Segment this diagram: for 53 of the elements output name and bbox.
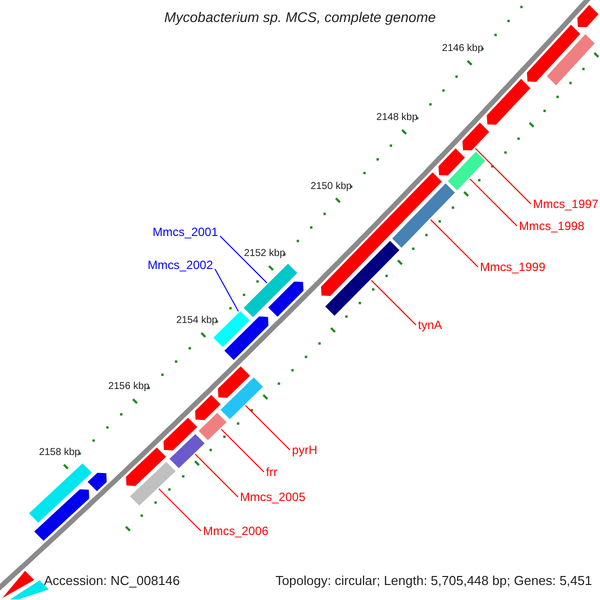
gene-block: [0, 569, 36, 600]
gene-block: [128, 460, 178, 507]
leader-line: [469, 178, 518, 226]
leader-line: [370, 280, 416, 326]
gene-label: Mmcs_2002: [148, 258, 213, 272]
gene-block: [197, 412, 228, 442]
leader-line: [474, 148, 532, 204]
gene-block: [486, 77, 532, 126]
gene-label: Mmcs_1999: [480, 260, 546, 274]
gene-block: [461, 121, 491, 152]
gene-block: [194, 394, 222, 422]
gene-block: [390, 182, 456, 250]
gene-block: [223, 315, 270, 362]
gene-block: [324, 239, 401, 318]
leader-line: [194, 454, 238, 498]
gene-block: [168, 432, 206, 470]
gene-label: frr: [266, 465, 278, 479]
map-title: Mycobacterium sp. MCS, complete genome: [163, 10, 437, 24]
gene-block: [437, 146, 466, 176]
footer-text: Topology: circular; Length: 5,705,448 bp; Genes: 5,451: [275, 574, 592, 588]
gene-block: [576, 3, 600, 28]
leader-line: [245, 405, 290, 450]
gene-label: Mmcs_2005: [240, 490, 306, 504]
gene-label: Mmcs_1997: [533, 197, 598, 211]
scale-label: 2150 kbp: [310, 180, 352, 194]
scale-label: 2158 kbp: [38, 446, 80, 460]
gene-block: [32, 488, 90, 542]
leader-line: [220, 236, 268, 284]
gene-block: [545, 32, 596, 87]
gene-block: [219, 376, 264, 420]
gene-block: [86, 472, 108, 493]
footer-text: Accession: NC_008146: [44, 574, 180, 588]
gene-block: [242, 262, 299, 319]
leader-line: [430, 219, 478, 268]
scale-label: 2146 kbp: [442, 42, 484, 56]
gene-label: Mmcs_1998: [519, 219, 584, 233]
gene-label: Mmcs_2006: [203, 524, 268, 538]
gene-block: [125, 446, 168, 488]
gene-block: [216, 365, 252, 399]
gene-label: Mmcs_2001: [152, 225, 218, 239]
gene-block: [162, 416, 199, 452]
gene-block: [446, 150, 487, 192]
scale-label: 2148 kbp: [376, 111, 418, 126]
leader-line: [220, 428, 264, 472]
gene-block: [526, 23, 582, 83]
scale-label: 2152 kbp: [244, 246, 286, 261]
gene-block: [266, 280, 305, 318]
scale-label: 2156 kbp: [108, 380, 150, 394]
leader-line: [214, 268, 239, 312]
scale-label: 2154 kbp: [176, 314, 218, 328]
gene-block: [28, 462, 94, 524]
gene-label: pyrH: [292, 443, 318, 457]
gene-label: tynA: [418, 318, 442, 332]
